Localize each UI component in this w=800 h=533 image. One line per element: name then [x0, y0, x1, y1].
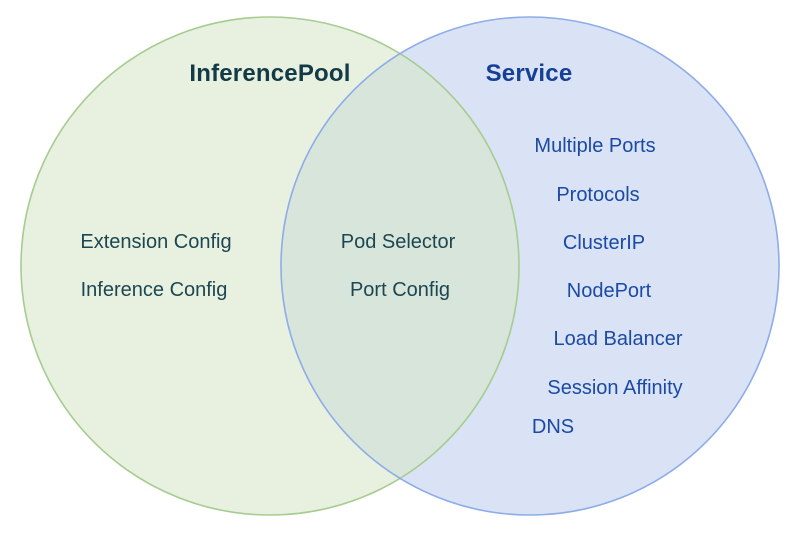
right-circle-outline [280, 16, 780, 516]
right-item: Load Balancer [553, 328, 683, 350]
right-circle-title: Service [485, 60, 573, 87]
overlap-item: Pod Selector [340, 231, 456, 253]
left-circle-outline [20, 16, 520, 516]
left-circle-title: InferencePool [189, 60, 351, 87]
left-item: Inference Config [80, 279, 228, 301]
right-item: Protocols [556, 184, 640, 206]
right-item: Session Affinity [547, 377, 683, 399]
right-item: Multiple Ports [534, 135, 656, 157]
overlap-item: Port Config [349, 279, 451, 301]
right-item: DNS [531, 416, 575, 438]
left-item: Extension Config [80, 231, 232, 253]
right-item: ClusterIP [562, 232, 646, 254]
overlap-region [281, 17, 519, 515]
right-item: NodePort [566, 280, 652, 302]
